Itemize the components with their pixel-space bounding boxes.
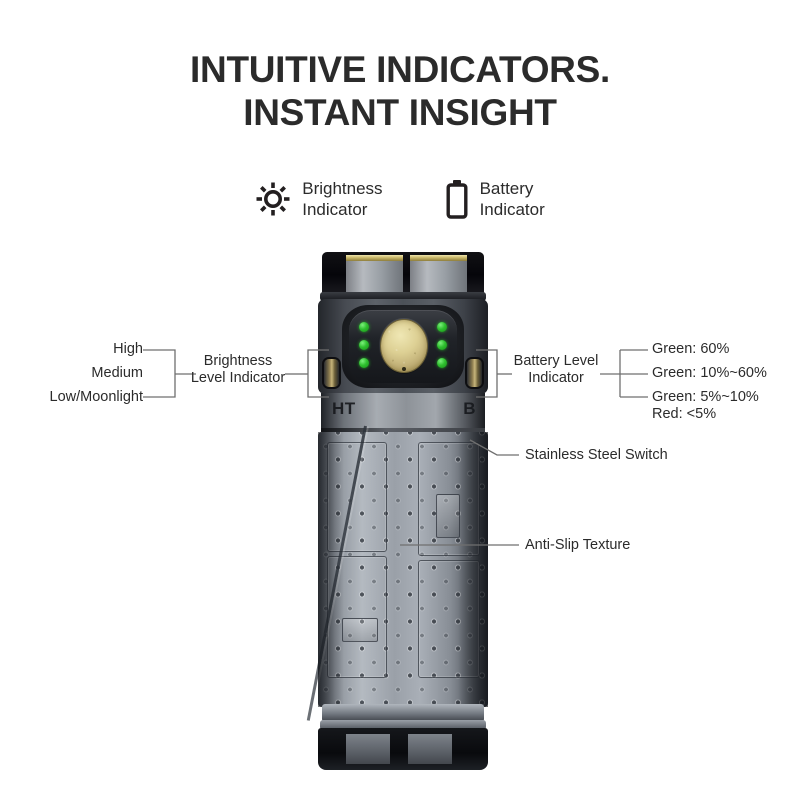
reflector-panel-right (410, 261, 467, 294)
gold-trim-right (410, 255, 467, 261)
battery-value-critical: Red: <5% (652, 406, 717, 422)
stainless-steel-switch[interactable] (381, 320, 427, 372)
bezel-lip (320, 292, 486, 301)
callout-anti-slip-texture: Anti-Slip Texture (525, 537, 631, 553)
brand-text-left: HT (332, 399, 356, 418)
reflector-panel-left (346, 261, 403, 294)
legend-battery-line1: Battery (479, 179, 534, 198)
brightness-level-low-label: Low/Moonlight (49, 389, 144, 405)
battery-group-line1: Battery Level (513, 353, 599, 369)
brand-band-edge (321, 428, 485, 432)
switch-housing (318, 299, 488, 394)
body-shadow-left (318, 432, 344, 707)
tailcap-panel-right (408, 734, 452, 764)
stainless-lug-left (324, 359, 339, 387)
battery-led-medium (437, 340, 447, 350)
battery-level-indicator-group-label: Battery Level Indicator (508, 353, 604, 387)
brightness-level-high-label: High (113, 341, 143, 357)
battery-led-high (437, 322, 447, 332)
tail-ring-lower (320, 720, 486, 730)
switch-texture (381, 320, 427, 372)
gold-trim-left (346, 255, 403, 261)
brightness-level-medium-label: Medium (91, 365, 143, 381)
brightness-group-line1: Brightness (203, 353, 273, 369)
legend-battery-line2: Indicator (479, 200, 545, 219)
battery-value-low: Green: 5%~10% (652, 389, 759, 405)
page-title: INTUITIVE INDICATORS. INSTANT INSIGHT (0, 48, 800, 134)
battery-icon (446, 180, 468, 219)
title-line-2: INSTANT INSIGHT (243, 92, 557, 133)
flashlight-bezel (322, 252, 484, 294)
battery-group-line2: Indicator (528, 370, 584, 386)
brightness-led-low (359, 358, 369, 368)
legend-label-battery: Battery Indicator (480, 178, 545, 220)
legend: Brightness Indicator Battery Indicator (0, 178, 800, 220)
flashlight-body-texture (306, 425, 488, 721)
tailcap (318, 728, 488, 770)
brand-text-right: B (463, 399, 476, 418)
title-line-1: INTUITIVE INDICATORS. (190, 49, 610, 90)
legend-item-battery: Battery Indicator (445, 178, 545, 220)
flashlight-product-image: HT B (306, 252, 488, 770)
brightness-group-line2: Level Indicator (190, 370, 286, 386)
brightness-level-indicator-group-label: Brightness Level Indicator (190, 353, 286, 387)
brightness-sun-icon (256, 182, 290, 216)
legend-brightness-line1: Brightness (302, 179, 383, 198)
battery-value-high: Green: 60% (652, 341, 730, 357)
legend-item-brightness: Brightness Indicator (255, 178, 383, 220)
body-shadow-right (458, 432, 488, 707)
stainless-lug-right (467, 359, 482, 387)
battery-led-low (437, 358, 447, 368)
tail-ring-upper (322, 704, 484, 722)
brightness-led-medium (359, 340, 369, 350)
tailcap-panel-left (346, 734, 390, 764)
legend-label-brightness: Brightness Indicator (302, 178, 382, 220)
callout-stainless-steel-switch: Stainless Steel Switch (525, 447, 668, 463)
brightness-led-high (359, 322, 369, 332)
switch-center-dot (402, 367, 406, 371)
battery-value-medium: Green: 10%~60% (652, 365, 767, 381)
legend-brightness-line2: Indicator (302, 200, 368, 219)
brand-band (321, 393, 485, 430)
